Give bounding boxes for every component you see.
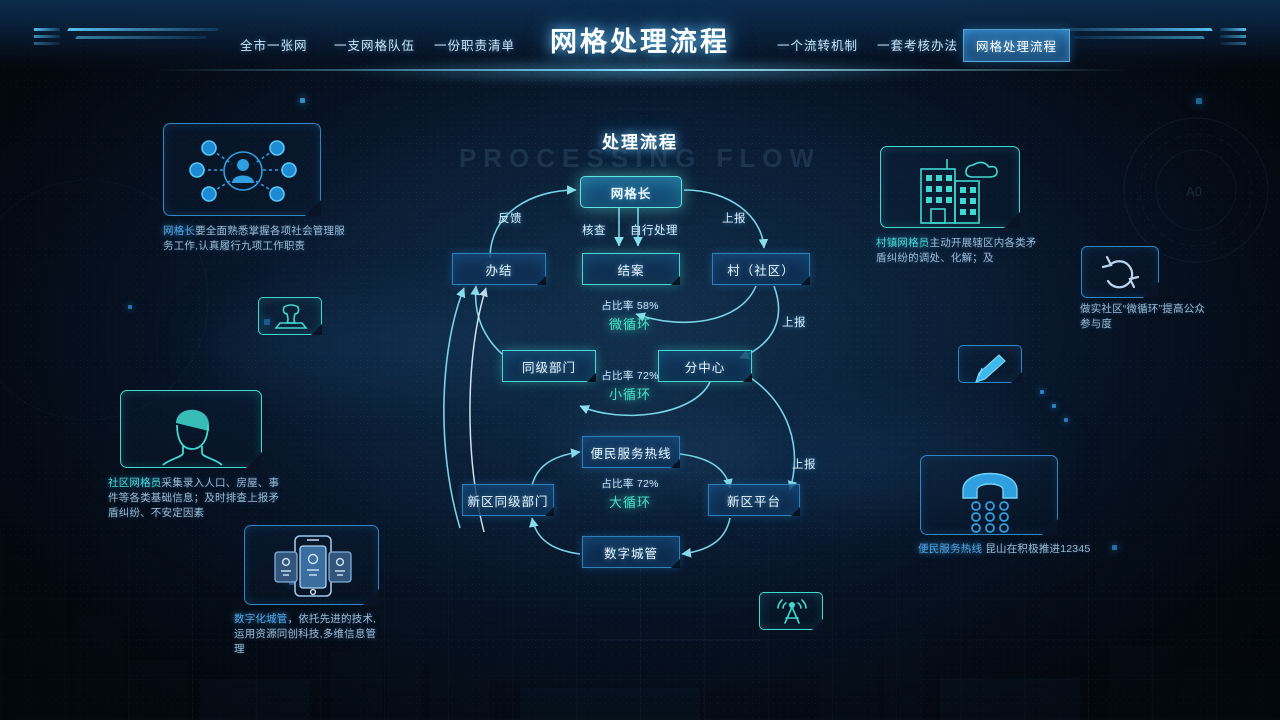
flow-node-label: 同级部门 <box>521 360 576 375</box>
caption-highlight: 网格长 <box>163 225 196 237</box>
nav-item-2[interactable]: 一份职责清单 <box>434 39 516 53</box>
refresh-cycle-icon <box>1101 255 1140 289</box>
caption-highlight: 村镇网格员 <box>876 237 930 249</box>
flow-node-gridleader[interactable]: 网格长 <box>580 176 682 208</box>
caption-text: 做实社区“微循环”提高公众参与度 <box>1080 303 1206 331</box>
stamp-icon <box>274 304 308 329</box>
nav-item-3[interactable]: 一个流转机制 <box>777 39 859 53</box>
card-frame <box>120 390 262 468</box>
flow-node-label: 数字城管 <box>603 546 658 561</box>
process-flow-diagram: PROCESSING FLOW 处理流程 <box>430 118 850 588</box>
nav-item-5-active[interactable]: 网格处理流程 <box>963 29 1071 62</box>
caption-text: 要全面熟悉掌握各项社会管理服务工作,认真履行九项工作职责 <box>163 225 345 253</box>
header-underglow <box>330 58 950 84</box>
flow-node-newdistrict-platform[interactable]: 新区平台 <box>708 484 800 516</box>
edge-label-selfhandle: 自行处理 <box>630 225 678 237</box>
mini-box-antenna[interactable] <box>759 592 823 630</box>
edge-label-verify: 核查 <box>582 225 606 237</box>
caption-text: 主动开展辖区内各类矛盾纠纷的调处、化解；及 <box>876 237 1037 265</box>
mini-box-stamp[interactable] <box>258 297 322 335</box>
antenna-icon <box>777 599 807 624</box>
flow-node-jiean[interactable]: 结案 <box>582 253 680 285</box>
flow-node-label: 分中心 <box>684 360 726 375</box>
flow-node-label: 新区同级部门 <box>467 494 549 509</box>
ring-name: 微循环 <box>608 317 651 332</box>
nav-item-1[interactable]: 一支网格队伍 <box>334 39 416 53</box>
top-header: 网格处理流程 全市一张网 一支网格队伍 一份职责清单 一个流转机制 一套考核办法… <box>0 0 1280 84</box>
flow-node-label: 结案 <box>617 263 645 278</box>
caption-highlight: 便民服务热线 <box>918 543 983 555</box>
flow-node-subcenter[interactable]: 分中心 <box>658 350 752 382</box>
page-title: 网格处理流程 <box>550 27 730 57</box>
ring-name: 大循环 <box>608 495 651 510</box>
card-caption-digital-city: 数字化城管，依托先进的技术,运用资源同创科技,多维信息管理 <box>234 612 386 658</box>
card-grid-leader[interactable] <box>163 123 321 216</box>
buildings-icon <box>920 159 998 224</box>
header-underline <box>150 69 1130 71</box>
flow-title: 处理流程 <box>602 133 678 152</box>
card-caption-community-gridman: 社区网格员采集录入人口、房屋、事件等各类基础信息；及时排查上报矛盾纠纷、不安定因… <box>108 476 286 522</box>
ring-label-small: 占比率 72% 小循环 <box>590 368 670 403</box>
flow-node-banjie[interactable]: 办结 <box>452 253 546 285</box>
card-frame <box>258 297 322 335</box>
card-caption-village-gridman: 村镇网格员主动开展辖区内各类矛盾纠纷的调处、化解；及 <box>876 236 1040 266</box>
caption-text: ，依托先进的技术,运用资源同创科技,多维信息管理 <box>234 613 377 656</box>
flow-node-newdistrict-department[interactable]: 新区同级部门 <box>462 484 554 516</box>
card-micro-circulation[interactable] <box>1081 246 1159 298</box>
flow-node-village[interactable]: 村（社区） <box>712 253 810 285</box>
flow-node-hotline[interactable]: 便民服务热线 <box>582 436 680 468</box>
flow-node-label: 办结 <box>485 263 513 278</box>
card-frame <box>880 146 1020 228</box>
flow-node-label: 新区平台 <box>726 494 781 509</box>
ring-label-large: 占比率 72% 大循环 <box>590 476 670 511</box>
nav-item-4[interactable]: 一套考核办法 <box>877 39 959 53</box>
card-caption-grid-leader: 网格长要全面熟悉掌握各项社会管理服务工作,认真履行九项工作职责 <box>163 224 353 254</box>
pencil-icon <box>975 354 1006 383</box>
caption-text: 采集录入人口、房屋、事件等各类基础信息；及时排查上报矛盾纠纷、不安定因素 <box>108 477 280 520</box>
flow-subtitle-watermark: PROCESSING FLOW <box>458 143 822 173</box>
ring-percent: 占比率 72% <box>601 478 659 490</box>
card-caption-micro-circulation: 做实社区“微循环”提高公众参与度 <box>1080 302 1210 332</box>
ring-percent: 占比率 72% <box>601 370 659 382</box>
card-village-gridman[interactable] <box>880 146 1020 228</box>
ring-percent: 占比率 58% <box>601 300 659 312</box>
edge-label-report-3: 上报 <box>792 459 816 471</box>
flow-node-label: 便民服务热线 <box>590 446 672 461</box>
card-hotline[interactable] <box>920 455 1058 535</box>
ring-label-micro: 占比率 58% 微循环 <box>590 298 670 333</box>
card-frame <box>958 345 1022 383</box>
mini-box-pencil[interactable] <box>958 345 1022 383</box>
nav-item-0[interactable]: 全市一张网 <box>240 39 308 53</box>
caption-highlight: 数字化城管 <box>234 613 288 625</box>
flow-node-label: 网格长 <box>610 186 652 201</box>
edge-label-feedback: 反馈 <box>498 213 522 225</box>
mobile-devices-icon <box>274 535 352 597</box>
card-frame <box>1081 246 1159 298</box>
header-left-decoration <box>34 28 234 50</box>
caption-highlight: 社区网格员 <box>108 477 162 489</box>
telephone-icon <box>962 472 1018 533</box>
card-frame <box>163 123 321 216</box>
ring-name: 小循环 <box>608 387 651 402</box>
user-portrait-icon <box>162 409 223 466</box>
flow-node-peer-department[interactable]: 同级部门 <box>502 350 596 382</box>
flow-node-label: 村（社区） <box>727 263 795 278</box>
card-frame <box>244 525 379 605</box>
flow-node-digital-city[interactable]: 数字城管 <box>582 536 680 568</box>
card-caption-hotline: 便民服务热线 昆山在积极推进12345 <box>918 542 1118 557</box>
card-frame <box>759 592 823 630</box>
card-community-gridman[interactable] <box>120 390 262 468</box>
caption-text: 昆山在积极推进12345 <box>982 543 1091 555</box>
edge-label-report-1: 上报 <box>722 213 746 225</box>
card-frame <box>920 455 1058 535</box>
edge-label-report-2: 上报 <box>782 317 806 329</box>
card-digital-city[interactable] <box>244 525 379 605</box>
person-network-icon <box>189 140 297 202</box>
